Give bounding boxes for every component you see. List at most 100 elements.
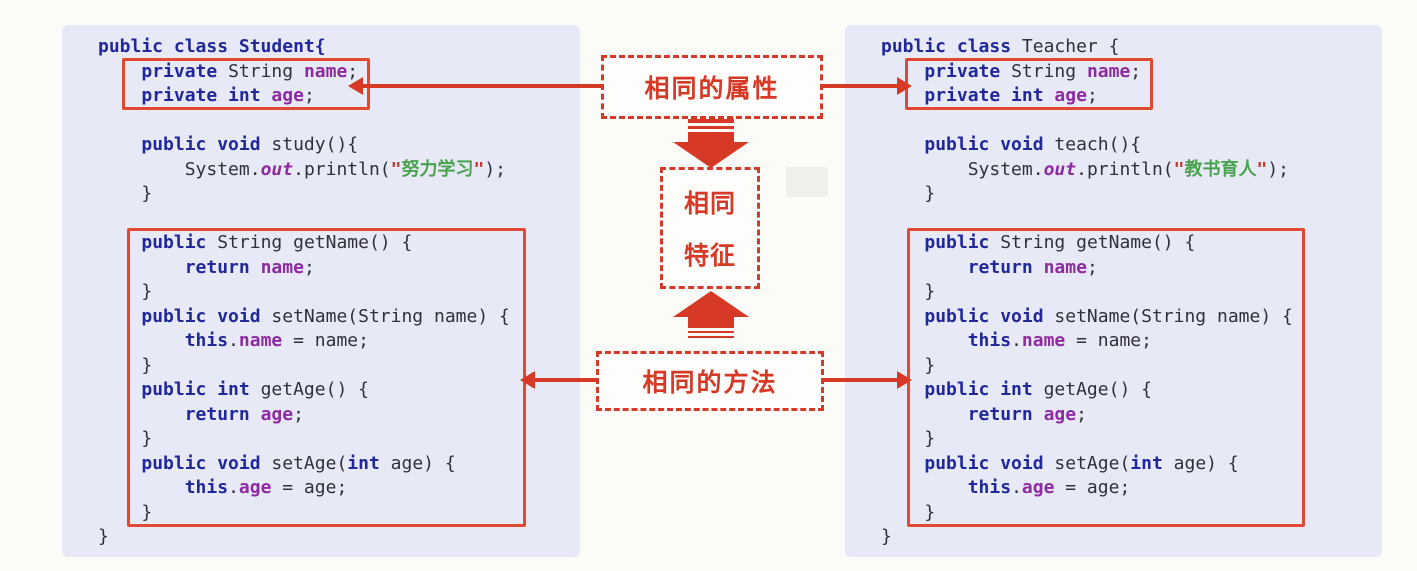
code-token-kw: public void — [141, 134, 261, 155]
code-token-kw: private int — [924, 85, 1044, 106]
code-token-id: String — [358, 305, 424, 327]
code-token-id: System — [184, 158, 250, 180]
code-token-pl: . — [1011, 330, 1022, 351]
code-token-q: " — [390, 158, 402, 180]
code-token-id: String — [1011, 60, 1077, 82]
code-line — [98, 109, 572, 134]
code-token-fld: age — [1021, 477, 1055, 498]
code-token-id: String — [228, 60, 294, 82]
code-line: public void study(){ — [98, 133, 572, 158]
code-token-pl: ( — [379, 158, 391, 180]
code-token-fld: name — [260, 256, 304, 278]
same-feature-label-bottom: 特征 — [683, 242, 736, 270]
block-arrow-down-icon — [673, 119, 749, 168]
code-token-pl — [261, 134, 272, 155]
same-feature-label-top: 相同 — [683, 190, 736, 218]
code-token-kw: public void — [141, 452, 261, 474]
code-token-q: " — [1173, 158, 1185, 180]
code-token-kw: public int — [141, 379, 250, 400]
code-token-fld: name — [1021, 330, 1066, 351]
attributes-connector-line-left — [363, 84, 603, 88]
code-line: } — [98, 182, 572, 207]
code-token-pl: } — [924, 354, 936, 376]
code-line: return name; — [881, 256, 1374, 281]
block-arrow-up-icon — [673, 291, 749, 345]
code-token-q: " — [473, 158, 485, 180]
code-token-pl: . — [249, 158, 261, 180]
code-token-pl — [1044, 134, 1055, 155]
code-line: private int age; — [98, 84, 572, 109]
code-token-kw: return — [967, 256, 1033, 278]
code-token-id: println — [1086, 158, 1163, 180]
code-token-fld: age — [271, 85, 304, 106]
code-token-pl: ; — [347, 60, 359, 82]
code-line: } — [881, 354, 1374, 379]
code-token-id: study — [271, 134, 326, 155]
code-line: return age; — [881, 403, 1374, 428]
code-token-id: getName — [293, 232, 369, 253]
same-feature-label-box: 相同 特征 — [660, 167, 760, 289]
teacher-methods-highlight-box — [907, 228, 1305, 527]
code-token-pl: ; — [1130, 60, 1142, 82]
code-token-kw: this — [967, 330, 1012, 351]
code-line: System.out.println("努力学习"); — [98, 158, 572, 183]
code-token-pl: () { — [1108, 379, 1152, 400]
code-token-pl: = age; — [1054, 477, 1131, 498]
code-token-pl: ; — [303, 85, 315, 106]
code-token-pl: name) { — [1206, 305, 1293, 327]
faded-highlight-square — [786, 167, 828, 197]
code-token-pl: = age; — [271, 477, 348, 498]
code-line: } — [98, 280, 572, 305]
code-token-kw: public — [924, 232, 990, 253]
arrowhead-right-icon — [897, 77, 912, 95]
code-token-pl: ; — [293, 403, 304, 425]
code-token-id: getName — [1076, 232, 1152, 253]
code-token-id: setName — [1054, 305, 1131, 327]
code-token-pl: ( — [1162, 158, 1174, 180]
code-token-kw: private — [141, 60, 218, 82]
same-attributes-label-box: 相同的属性 — [601, 55, 823, 119]
code-token-pl: . — [293, 158, 304, 180]
code-line: this.age = age; — [98, 476, 572, 501]
code-line: public int getAge() { — [881, 378, 1374, 403]
code-token-pl: } — [924, 281, 936, 302]
code-token-pl: (){ — [1108, 134, 1142, 155]
code-token-fld: name — [238, 330, 283, 351]
code-token-pl: = name; — [1065, 330, 1152, 351]
code-token-kw: public int — [924, 379, 1033, 400]
code-token-out: out — [1043, 158, 1077, 180]
code-token-id: println — [303, 158, 380, 180]
code-token-id: setAge — [271, 452, 337, 474]
code-token-pl: ); — [1267, 158, 1290, 180]
code-line: public String getName() { — [881, 231, 1374, 256]
teacher-code-block: public class Teacher { private String na… — [881, 35, 1374, 550]
code-token-kw: int — [347, 452, 380, 474]
code-token-out: out — [260, 158, 294, 180]
code-token-pl: ( — [347, 305, 359, 327]
code-token-pl: . — [1032, 158, 1044, 180]
code-token-pl: age) { — [379, 452, 456, 474]
code-token-str: 教书育人 — [1184, 158, 1257, 180]
code-token-pl: ; — [1086, 256, 1098, 278]
code-line: public class Teacher { — [881, 35, 1374, 60]
teacher-class-panel: public class Teacher { private String na… — [845, 25, 1382, 557]
same-methods-label-box: 相同的方法 — [596, 351, 824, 411]
code-line — [881, 109, 1374, 134]
code-token-pl: . — [228, 330, 239, 351]
code-token-str: 努力学习 — [401, 158, 474, 180]
code-line: private int age; — [881, 84, 1374, 109]
code-token-fld: age — [1043, 403, 1077, 425]
code-line: this.name = name; — [881, 329, 1374, 354]
code-token-kw: return — [184, 256, 250, 278]
code-token-pl: . — [1011, 477, 1022, 498]
code-token-id: System — [967, 158, 1033, 180]
code-token-pl: ( — [336, 452, 348, 474]
code-line: public int getAge() { — [98, 378, 572, 403]
code-line: this.name = name; — [98, 329, 572, 354]
code-token-pl: } — [141, 354, 153, 376]
code-token-fld: name — [1043, 256, 1087, 278]
code-token-kw: public void — [924, 452, 1044, 474]
code-token-pl: . — [1076, 158, 1087, 180]
code-line: public void setAge(int age) { — [881, 452, 1374, 477]
